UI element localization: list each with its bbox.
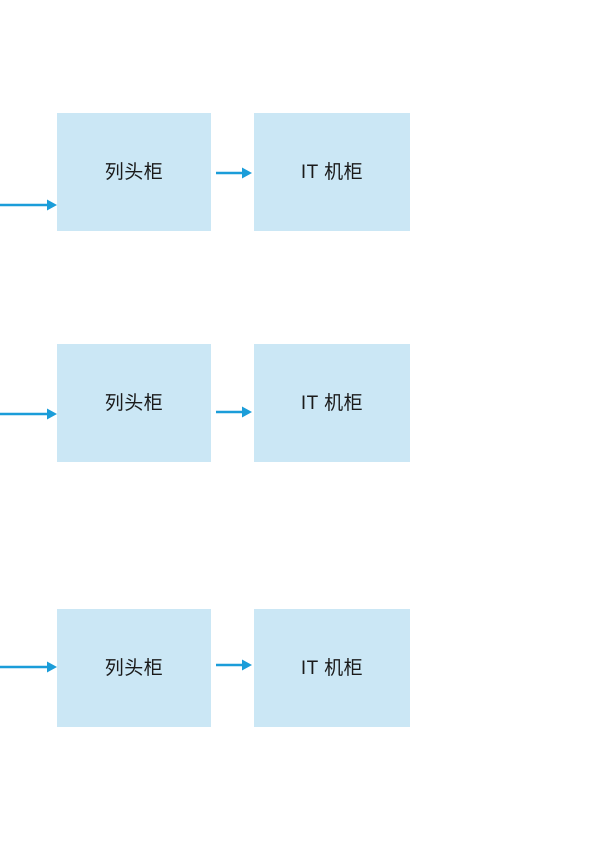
diagram-node[interactable]: IT 机柜 bbox=[254, 609, 410, 727]
diagram-node-label: IT 机柜 bbox=[300, 392, 364, 414]
diagram-node-label: IT 机柜 bbox=[300, 161, 364, 183]
diagram-node-label: IT 机柜 bbox=[300, 657, 364, 679]
diagram-node[interactable]: 列头柜 bbox=[57, 113, 211, 231]
diagram-node-label: 列头柜 bbox=[104, 657, 164, 679]
diagram-node[interactable]: 列头柜 bbox=[57, 344, 211, 462]
diagram-node[interactable]: IT 机柜 bbox=[254, 113, 410, 231]
diagram-node-label: 列头柜 bbox=[104, 392, 164, 414]
diagram-node-label: 列头柜 bbox=[104, 161, 164, 183]
diagram-node[interactable]: 列头柜 bbox=[57, 609, 211, 727]
diagram-node[interactable]: IT 机柜 bbox=[254, 344, 410, 462]
